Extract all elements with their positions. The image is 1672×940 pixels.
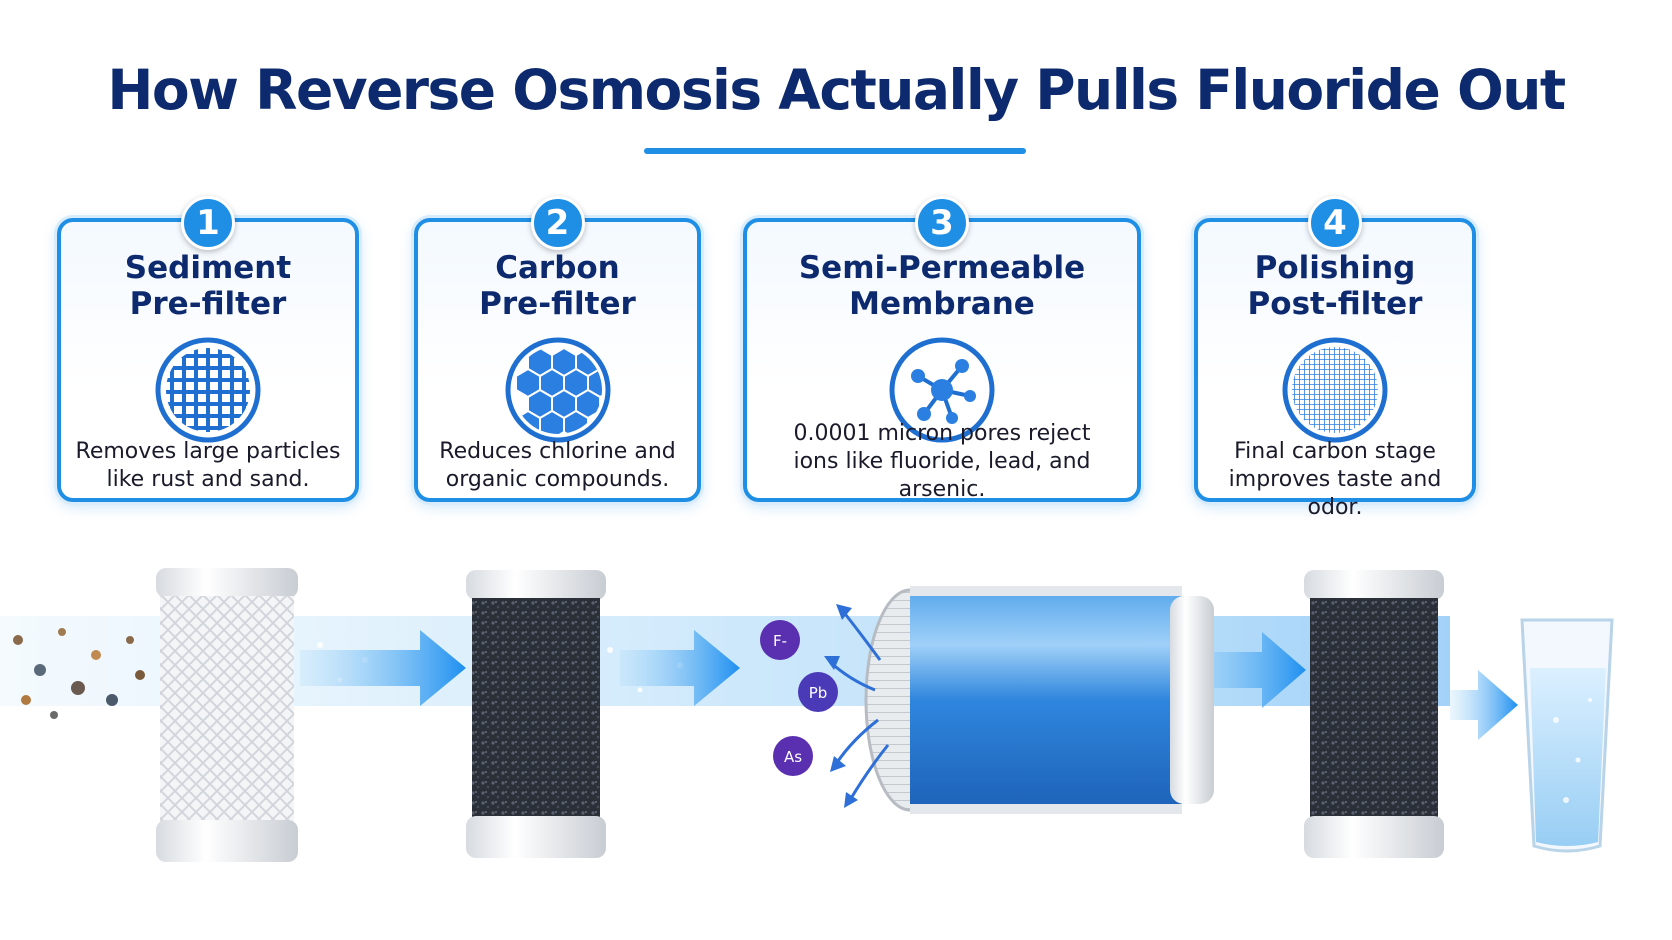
ion-fluoride: F- <box>760 620 800 660</box>
stage-title-line: Pre-filter <box>479 286 636 322</box>
rejection-arrowheads <box>824 604 858 808</box>
svg-text:F-: F- <box>773 632 787 650</box>
flow-arrow <box>620 630 740 706</box>
stage-description-line: improves taste and odor. <box>1228 467 1442 520</box>
stage-card-3: 3 Semi-Permeable Membrane 0.0001 micron … <box>743 196 1141 504</box>
flow-arrow <box>1450 670 1518 740</box>
stage-number-badge: 4 <box>1308 196 1362 250</box>
stage-description-line: Removes large particles <box>75 439 341 464</box>
stage-title-line: Post-filter <box>1247 286 1423 322</box>
svg-text:Pb: Pb <box>809 684 828 702</box>
flow-arrow <box>300 630 466 706</box>
flow-arrow <box>1180 632 1306 708</box>
carbon-filter-cartridge <box>466 570 606 858</box>
mesh-grid-icon <box>152 334 264 446</box>
stage-description-line: organic compounds. <box>445 467 670 492</box>
honeycomb-carbon-icon <box>502 334 614 446</box>
stage-description-line: arsenic. <box>898 477 986 502</box>
stage-title: Carbon Pre-filter <box>418 250 697 322</box>
page-title: How Reverse Osmosis Actually Pulls Fluor… <box>107 58 1566 122</box>
glass-of-water-icon <box>1520 618 1614 853</box>
stage-title-line: Carbon <box>495 250 620 286</box>
stage-title: Semi-Permeable Membrane <box>747 250 1137 322</box>
stage-title: Polishing Post-filter <box>1198 250 1472 322</box>
stage-card-1: 1 Sediment Pre-filter Removes large part… <box>57 196 359 502</box>
stage-title-line: Pre-filter <box>129 286 287 322</box>
ro-membrane-cylinder <box>864 586 1214 814</box>
title-underline <box>644 148 1026 154</box>
stage-title-line: Sediment <box>124 250 292 286</box>
stage-description-line: Reduces chlorine and <box>439 439 676 464</box>
stage-card-2: 2 Carbon Pre-filter <box>414 196 701 502</box>
stage-description: Reduces chlorine and organic compounds. <box>426 438 689 494</box>
stage-description: 0.0001 micron pores reject ions like flu… <box>755 420 1129 504</box>
stage-title-line: Membrane <box>849 286 1035 322</box>
stage-number-badge: 3 <box>915 196 969 250</box>
svg-text:As: As <box>784 748 802 766</box>
stage-description-line: like rust and sand. <box>106 467 310 492</box>
sediment-filter-cartridge <box>156 568 298 862</box>
stage-card-4: 4 Polishing Post-filter Final carbon sta… <box>1194 196 1476 520</box>
stage-title-line: Semi-Permeable <box>798 250 1086 286</box>
stage-description-line: ions like fluoride, lead, and <box>793 449 1091 474</box>
polishing-filter-cartridge <box>1304 570 1444 858</box>
stage-number-badge: 1 <box>181 196 235 250</box>
stage-description-line: 0.0001 micron pores reject <box>793 421 1091 446</box>
stage-title: Sediment Pre-filter <box>61 250 355 322</box>
fine-mesh-icon <box>1279 334 1391 446</box>
stage-number-badge: 2 <box>530 196 585 250</box>
ion-lead: Pb <box>798 672 838 712</box>
stage-description-line: Final carbon stage <box>1234 439 1436 464</box>
stage-description: Final carbon stage improves taste and od… <box>1206 438 1464 522</box>
molecule-icon <box>886 334 998 446</box>
stage-description: Removes large particles like rust and sa… <box>69 438 347 494</box>
ion-arsenic: As <box>773 736 813 776</box>
debris-particles <box>13 628 145 719</box>
stage-title-line: Polishing <box>1254 250 1416 286</box>
